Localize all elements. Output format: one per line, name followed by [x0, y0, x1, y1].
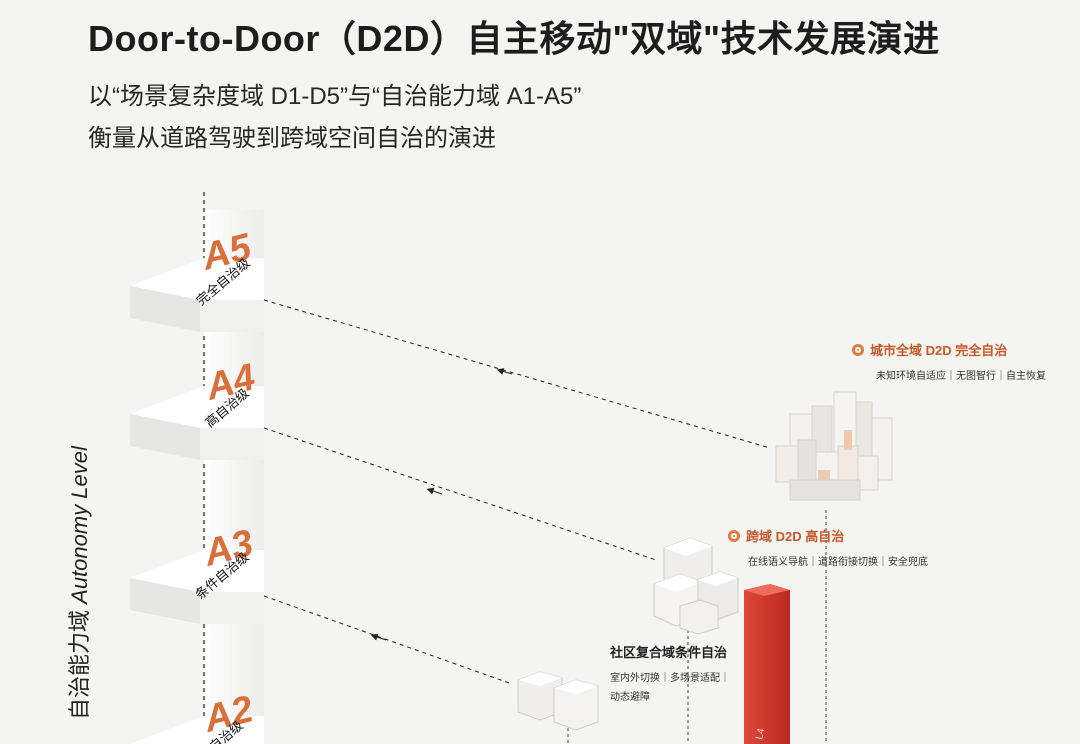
connector-a5-city [263, 299, 771, 449]
subtitle-line-2: 衡量从道路驾驶到跨域空间自治的演进 [88, 125, 496, 152]
page-title: Door-to-Door（D2D）自主移动"双域"技术发展演进 [88, 18, 940, 59]
red-progress-bar: L4 [744, 584, 790, 744]
axis-label: 自治能力域 Autonomy Level [62, 446, 94, 720]
red-bar-label: L4 [754, 727, 767, 741]
caption-community-sub-2: 动态避障 [610, 692, 650, 703]
caption-cross: 跨域 D2D 高自治 在线语义导航｜道路衔接切换｜安全兜底 [728, 526, 928, 568]
axis-label-cn: 自治能力域 [67, 609, 92, 720]
caption-city-sub: 未知环境自适应｜无图智行｜自主恢复 [876, 371, 1046, 382]
connector-a4-cross [263, 427, 657, 561]
location-pin-icon [728, 530, 740, 542]
caption-community-sub-1: 室内外切换｜多场景适配｜ [610, 673, 730, 684]
level-slab-a5 [130, 258, 264, 332]
cross-domain-buildings-illustration [653, 537, 739, 635]
caption-cross-title: 跨域 D2D 高自治 [746, 529, 845, 544]
city-buildings-illustration [775, 391, 893, 501]
connector-a3-community [263, 595, 513, 685]
level-slab-a2 [130, 716, 264, 744]
caption-community: 社区复合域条件自治 室内外切换｜多场景适配｜ 动态避障 [610, 642, 730, 703]
caption-city-title: 城市全域 D2D 完全自治 [870, 343, 1008, 358]
level-slab-a4 [130, 386, 264, 460]
subtitle-line-1: 以“场景复杂度域 D1-D5”与“自治能力域 A1-A5” [88, 83, 582, 110]
community-buildings-illustration [517, 671, 599, 731]
caption-community-title: 社区复合域条件自治 [610, 645, 728, 660]
caption-city: 城市全域 D2D 完全自治 未知环境自适应｜无图智行｜自主恢复 [852, 340, 1046, 382]
caption-cross-sub: 在线语义导航｜道路衔接切换｜安全兜底 [748, 557, 928, 568]
level-slab-a3 [130, 550, 264, 624]
location-pin-icon [852, 344, 864, 356]
axis-label-en: Autonomy Level [67, 446, 92, 604]
